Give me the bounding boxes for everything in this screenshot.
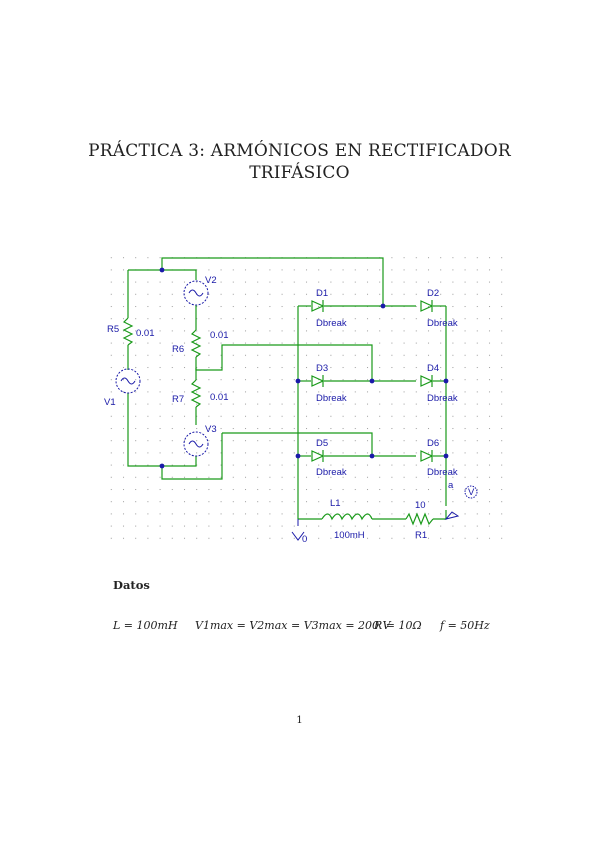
label-v2: V2 bbox=[205, 275, 217, 286]
eq-resistance: R = 10Ω bbox=[374, 619, 422, 632]
wires bbox=[127, 257, 447, 520]
resistor-r1-icon bbox=[405, 512, 434, 526]
label-node-a: a bbox=[448, 480, 454, 491]
diode-d3-icon bbox=[311, 375, 325, 387]
resistor-r5-icon bbox=[122, 317, 134, 346]
inductor-l1-icon bbox=[321, 513, 373, 521]
schematic-grid bbox=[100, 255, 512, 548]
model-d5: Dbreak bbox=[316, 467, 347, 478]
diode-d5-icon bbox=[311, 450, 325, 462]
label-d3: D3 bbox=[316, 363, 328, 374]
diode-d4-icon bbox=[420, 375, 434, 387]
label-d2: D2 bbox=[427, 288, 439, 299]
value-r1: 10 bbox=[415, 500, 426, 511]
resistor-r7-icon bbox=[190, 379, 202, 408]
label-ground: 0 bbox=[302, 534, 307, 545]
label-d1: D1 bbox=[316, 288, 328, 299]
title-line-1: PRÁCTICA 3: ARMÓNICOS EN RECTIFICADOR bbox=[88, 141, 511, 161]
label-d4: D4 bbox=[427, 363, 439, 374]
label-r6: R6 bbox=[172, 344, 184, 355]
diode-d1-icon bbox=[311, 300, 325, 312]
model-d4: Dbreak bbox=[427, 393, 458, 404]
value-r7: 0.01 bbox=[210, 392, 229, 403]
source-v1-icon bbox=[115, 368, 141, 394]
value-r5: 0.01 bbox=[136, 328, 155, 339]
label-v3: V3 bbox=[205, 424, 217, 435]
model-d3: Dbreak bbox=[316, 393, 347, 404]
label-r1: R1 bbox=[415, 530, 427, 541]
label-d5: D5 bbox=[316, 438, 328, 449]
model-d1: Dbreak bbox=[316, 318, 347, 329]
label-l1: L1 bbox=[330, 498, 341, 509]
source-v3-icon bbox=[183, 431, 209, 457]
value-l1: 100mH bbox=[334, 530, 365, 541]
diode-d2-icon bbox=[420, 300, 434, 312]
label-r7: R7 bbox=[172, 394, 184, 405]
junction-dots bbox=[159, 267, 449, 469]
title-line-2: TRIFÁSICO bbox=[249, 163, 350, 183]
model-d6: Dbreak bbox=[427, 467, 458, 478]
label-v1: V1 bbox=[104, 397, 116, 408]
value-r6: 0.01 bbox=[210, 330, 229, 341]
eq-voltages: V1max = V2max = V3max = 200 V bbox=[195, 619, 391, 632]
probe-label: V bbox=[468, 487, 475, 498]
diode-d6-icon bbox=[420, 450, 434, 462]
label-r5: R5 bbox=[107, 324, 119, 335]
datos-heading: Datos bbox=[113, 578, 150, 592]
model-d2: Dbreak bbox=[427, 318, 458, 329]
page-number: 1 bbox=[296, 715, 303, 726]
resistor-r6-icon bbox=[190, 329, 202, 358]
eq-frequency: f = 50Hz bbox=[440, 619, 490, 632]
eq-inductance: L = 100mH bbox=[113, 619, 178, 632]
source-v2-icon bbox=[183, 280, 209, 306]
ground-icon bbox=[291, 519, 305, 541]
label-d6: D6 bbox=[427, 438, 439, 449]
circuit-schematic: R5 0.01 V1 V2 R6 0.01 R7 0.01 V3 D1 Dbre… bbox=[100, 255, 512, 548]
voltage-probe-icon bbox=[444, 485, 478, 520]
